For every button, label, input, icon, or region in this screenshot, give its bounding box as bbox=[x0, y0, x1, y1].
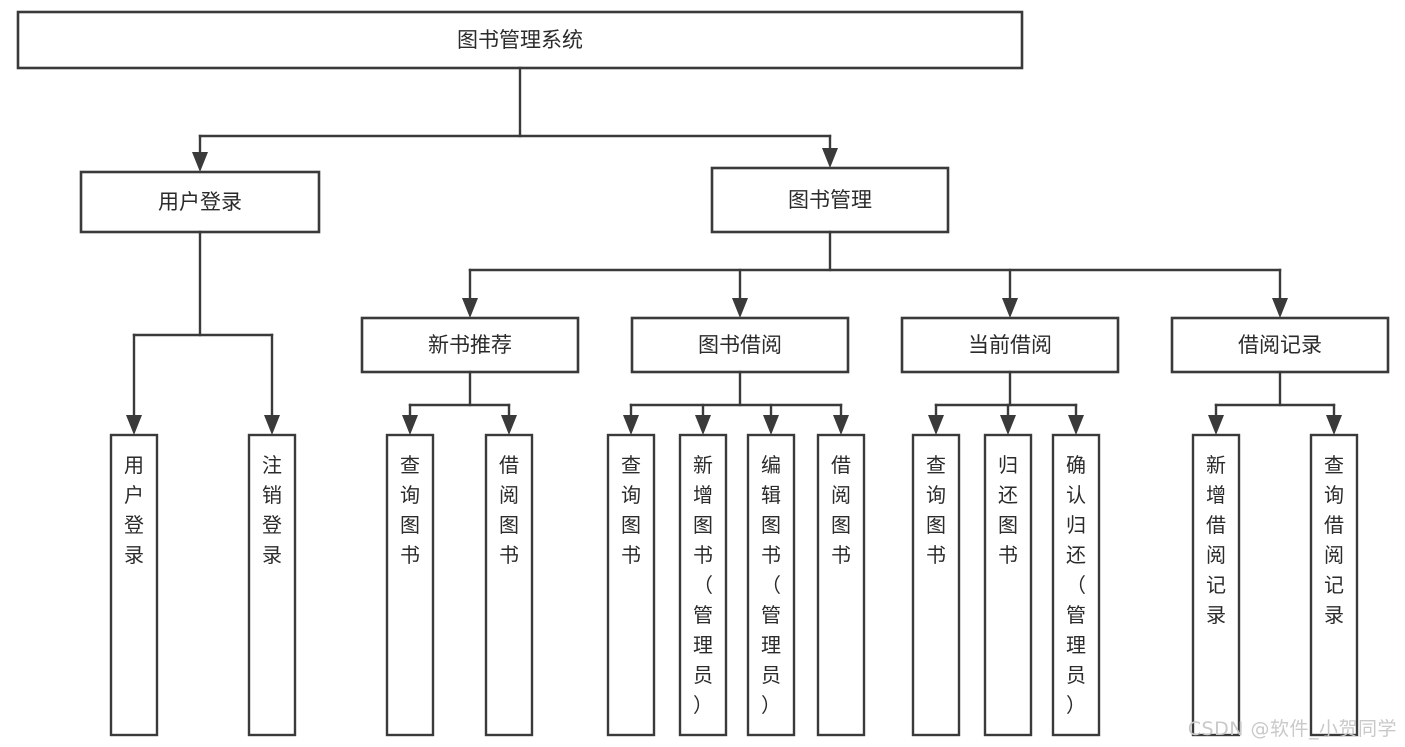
node-leaf-1-3-0[interactable]: 新增借阅记录 bbox=[1191, 433, 1241, 737]
node-leaf-0-1-rect[interactable] bbox=[247, 433, 297, 737]
node-level3-1-2[interactable]: 当前借阅 bbox=[900, 316, 1120, 374]
node-leaf-1-3-0-rect[interactable] bbox=[1191, 433, 1241, 737]
node-root-label: 图书管理系统 bbox=[457, 28, 583, 52]
node-leaf-1-2-1[interactable]: 归还图书 bbox=[983, 433, 1033, 737]
node-leaf-1-2-0-rect[interactable] bbox=[911, 433, 961, 737]
level3-1-3-arrow-0 bbox=[1208, 415, 1224, 435]
node-level3-1-0[interactable]: 新书推荐 bbox=[360, 316, 580, 374]
node-leaf-0-1[interactable]: 注销登录 bbox=[247, 433, 297, 737]
node-level2-1[interactable]: 图书管理 bbox=[710, 166, 950, 234]
node-level3-1-3-rect[interactable] bbox=[1170, 316, 1390, 374]
node-leaf-1-1-2-rect[interactable] bbox=[746, 433, 796, 737]
node-level2-0[interactable]: 用户登录 bbox=[79, 170, 321, 234]
node-root-rect[interactable] bbox=[16, 10, 1024, 70]
node-leaf-1-2-2-rect[interactable] bbox=[1051, 433, 1101, 737]
node-leaf-1-2-2[interactable]: 确认归还（管理员） bbox=[1051, 433, 1101, 737]
node-leaf-1-1-3[interactable]: 借阅图书 bbox=[816, 433, 866, 737]
node-leaf-1-2-1-label: 归还图书 bbox=[998, 453, 1018, 567]
level2-1-arrow-2 bbox=[1002, 298, 1018, 318]
node-level2-1-rect[interactable] bbox=[710, 166, 950, 234]
node-leaf-1-1-3-rect[interactable] bbox=[816, 433, 866, 737]
level2-0-arrow-1 bbox=[264, 415, 280, 435]
node-leaf-1-1-1-label: 新增图书（管理员） bbox=[693, 453, 713, 717]
node-root[interactable]: 图书管理系统 bbox=[16, 10, 1024, 70]
node-level3-1-0-label: 新书推荐 bbox=[428, 333, 512, 357]
node-leaf-1-1-2[interactable]: 编辑图书（管理员） bbox=[746, 433, 796, 737]
node-leaf-1-1-1[interactable]: 新增图书（管理员） bbox=[678, 433, 728, 737]
node-level3-1-3-label: 借阅记录 bbox=[1238, 333, 1322, 357]
node-leaf-1-1-0-label: 查询图书 bbox=[621, 453, 641, 567]
node-leaf-1-1-0-rect[interactable] bbox=[606, 433, 656, 737]
level3-1-2-arrow-2 bbox=[1068, 415, 1084, 435]
node-leaf-1-0-1[interactable]: 借阅图书 bbox=[484, 433, 534, 737]
root-arrow-1 bbox=[822, 148, 838, 168]
root-arrow-0 bbox=[192, 152, 208, 172]
node-leaf-1-2-0[interactable]: 查询图书 bbox=[911, 433, 961, 737]
node-leaf-1-0-1-rect[interactable] bbox=[484, 433, 534, 737]
node-level2-0-label: 用户登录 bbox=[158, 190, 242, 214]
level2-1-arrow-1 bbox=[732, 298, 748, 318]
node-leaf-1-3-1[interactable]: 查询借阅记录 bbox=[1309, 433, 1359, 737]
node-leaf-1-3-0-label: 新增借阅记录 bbox=[1206, 453, 1226, 627]
node-leaf-1-2-0-label: 查询图书 bbox=[926, 453, 946, 567]
level2-1-arrow-3 bbox=[1272, 298, 1288, 318]
node-level3-1-3[interactable]: 借阅记录 bbox=[1170, 316, 1390, 374]
level3-1-1-arrow-3 bbox=[833, 415, 849, 435]
node-level3-1-2-rect[interactable] bbox=[900, 316, 1120, 374]
node-leaf-0-0[interactable]: 用户登录 bbox=[109, 433, 159, 737]
node-leaf-1-0-0[interactable]: 查询图书 bbox=[385, 433, 435, 737]
level2-1-arrow-0 bbox=[462, 298, 478, 318]
node-leaf-1-1-0[interactable]: 查询图书 bbox=[606, 433, 656, 737]
node-leaf-1-0-1-label: 借阅图书 bbox=[499, 453, 519, 567]
node-leaf-1-0-0-rect[interactable] bbox=[385, 433, 435, 737]
node-leaf-0-0-rect[interactable] bbox=[109, 433, 159, 737]
node-leaf-1-2-2-label: 确认归还（管理员） bbox=[1066, 453, 1086, 717]
node-level3-1-1-label: 图书借阅 bbox=[698, 333, 782, 357]
level2-0-arrow-0 bbox=[126, 415, 142, 435]
node-leaf-1-1-2-label: 编辑图书（管理员） bbox=[761, 453, 781, 717]
level3-1-1-arrow-1 bbox=[695, 415, 711, 435]
node-leaf-0-1-label: 注销登录 bbox=[262, 453, 282, 567]
node-level3-1-1[interactable]: 图书借阅 bbox=[630, 316, 850, 374]
level3-1-2-arrow-1 bbox=[1000, 415, 1016, 435]
level3-1-1-arrow-2 bbox=[763, 415, 779, 435]
node-level3-1-1-rect[interactable] bbox=[630, 316, 850, 374]
node-level3-1-2-label: 当前借阅 bbox=[968, 333, 1052, 357]
level3-1-2-arrow-0 bbox=[928, 415, 944, 435]
node-leaf-0-0-label: 用户登录 bbox=[124, 453, 144, 567]
node-level2-1-label: 图书管理 bbox=[788, 188, 872, 212]
node-leaf-1-3-1-label: 查询借阅记录 bbox=[1324, 453, 1344, 627]
node-leaf-1-3-1-rect[interactable] bbox=[1309, 433, 1359, 737]
node-leaf-1-1-1-rect[interactable] bbox=[678, 433, 728, 737]
level3-1-0-arrow-1 bbox=[501, 415, 517, 435]
node-leaf-1-1-3-label: 借阅图书 bbox=[831, 453, 851, 567]
level3-1-0-arrow-0 bbox=[402, 415, 418, 435]
level3-1-1-arrow-0 bbox=[623, 415, 639, 435]
node-leaf-1-0-0-label: 查询图书 bbox=[400, 453, 420, 567]
node-leaf-1-2-1-rect[interactable] bbox=[983, 433, 1033, 737]
level3-1-3-arrow-1 bbox=[1326, 415, 1342, 435]
